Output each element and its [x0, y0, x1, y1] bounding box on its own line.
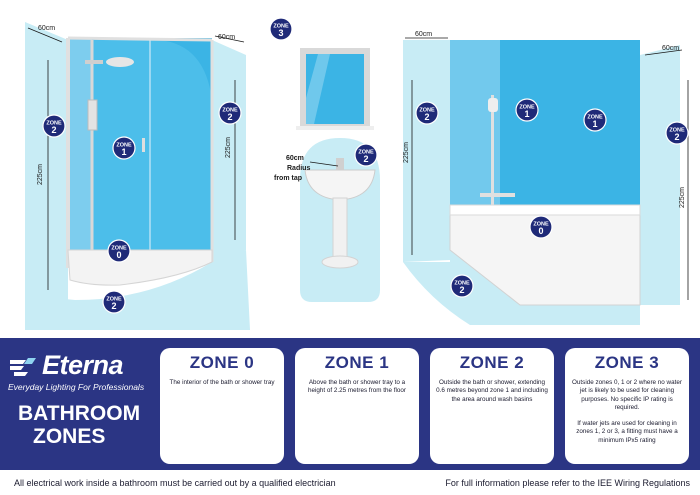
zone-badge-number: 2	[459, 285, 464, 295]
zone-card-text: The interior of the bath or shower tray	[169, 379, 275, 386]
zone-badge-number: 1	[592, 119, 597, 129]
zone-badges: ZONE2ZONE1ZONE0ZONE2ZONE2ZONE3ZONE2ZONE2…	[42, 17, 689, 314]
shower-tray	[67, 249, 213, 286]
dim-shower-left-60: 60cm	[38, 25, 55, 32]
zone-card-title: ZONE 1	[324, 353, 390, 372]
page-title-line2: ZONES	[33, 425, 106, 448]
dim-shower-top-60: 60cm	[218, 34, 235, 41]
zone-badge-number: 0	[538, 226, 543, 236]
zone-badge-number: 3	[278, 28, 283, 38]
zone-badge-label: ZONE	[533, 222, 549, 228]
zone-badge-number: 1	[524, 109, 529, 119]
dim-bath-right-225: 225cm	[679, 187, 686, 208]
zone-badge-label: ZONE	[273, 24, 289, 30]
dim-bath-top-60: 60cm	[415, 31, 432, 38]
zone-card-1: ZONE 1 Above the bath or shower tray to …	[295, 348, 419, 464]
shower-head	[106, 57, 134, 67]
bath-zone2-wall-right	[640, 45, 680, 305]
eterna-logo-icon	[10, 357, 36, 376]
bath-zone2-wall-left	[403, 40, 450, 262]
zone-card-3: ZONE 3 Outside zones 0, 1 or 2 where no …	[565, 348, 689, 464]
brand-tagline: Everyday Lighting For Professionals	[8, 382, 145, 392]
zone-badge-label: ZONE	[46, 121, 62, 127]
page-title-line1: BATHROOM	[18, 402, 141, 425]
dimension-labels: 60cm 60cm 225cm 225cm 60cm 225cm 60cm 22…	[37, 25, 686, 208]
zone-card-0: ZONE 0 The interior of the bath or showe…	[160, 348, 284, 464]
zone-badge-label: ZONE	[519, 105, 535, 111]
shower-zone2-floor	[25, 250, 250, 330]
zone-badge-label: ZONE	[587, 115, 603, 121]
zone-card-text: Outside the bath or shower, extending 0.…	[436, 379, 548, 403]
footer: All electrical work inside a bathroom mu…	[0, 472, 700, 495]
zone-card-text: Outside zones 0, 1 or 2 where no water j…	[572, 379, 682, 411]
dim-bath-right-60: 60cm	[662, 45, 679, 52]
shower-controls	[87, 99, 98, 131]
dim-shower-right-225: 225cm	[225, 137, 232, 158]
bath-zone2-floor	[403, 250, 640, 325]
zone-badge-label: ZONE	[111, 246, 127, 252]
bathroom-illustration	[25, 22, 689, 330]
footer-reference: For full information please refer to the…	[445, 478, 690, 488]
zone-badge-number: 2	[363, 154, 368, 164]
brand-name: Eterna	[42, 350, 124, 380]
zone-card-title: ZONE 3	[594, 353, 660, 372]
dim-bath-left-225: 225cm	[403, 142, 410, 163]
zone-badge-label: ZONE	[419, 108, 435, 114]
shower-zone2-wall-left	[25, 22, 68, 300]
zone-badge-label: ZONE	[454, 281, 470, 287]
dim-basin-radius-3: from tap	[274, 175, 302, 182]
shower-side-panel	[68, 38, 92, 250]
zone-badge-number: 1	[121, 147, 126, 157]
dim-basin-radius-2: Radius	[287, 165, 310, 172]
info-panel: Eterna Everyday Lighting For Professiona…	[0, 338, 700, 470]
basin-tap	[336, 158, 344, 170]
zone-card-title: ZONE 2	[459, 353, 525, 372]
zone-badge-number: 0	[116, 250, 121, 260]
dim-basin-radius-1: 60cm	[286, 155, 304, 162]
zone-badge-label: ZONE	[106, 297, 122, 303]
zone-badge-label: ZONE	[222, 108, 238, 114]
zone-badge-label: ZONE	[358, 150, 374, 156]
zone-badge-number: 2	[51, 125, 56, 135]
zone-card-title: ZONE 0	[189, 353, 255, 372]
footer-disclaimer: All electrical work inside a bathroom mu…	[14, 478, 336, 488]
zone-card-text: If water jets are used for cleaning in z…	[576, 420, 678, 444]
zone-badge-number: 2	[111, 301, 116, 311]
zone-badge-number: 2	[227, 112, 232, 122]
zone-card-2: ZONE 2 Outside the bath or shower, exten…	[430, 348, 554, 464]
dim-shower-left-225: 225cm	[37, 164, 44, 185]
shower-curved-door	[92, 40, 212, 250]
zone-badge-label: ZONE	[669, 128, 685, 134]
zone-badge-number: 2	[674, 132, 679, 142]
brand-block: Eterna Everyday Lighting For Professiona…	[8, 350, 158, 448]
zone-badge-label: ZONE	[116, 143, 132, 149]
zone-card-text: Above the bath or shower tray to a heigh…	[307, 379, 406, 395]
shower-zone2-wall-right	[212, 40, 246, 265]
bath-shower-head	[488, 98, 498, 112]
zone-badge-number: 2	[424, 112, 429, 122]
